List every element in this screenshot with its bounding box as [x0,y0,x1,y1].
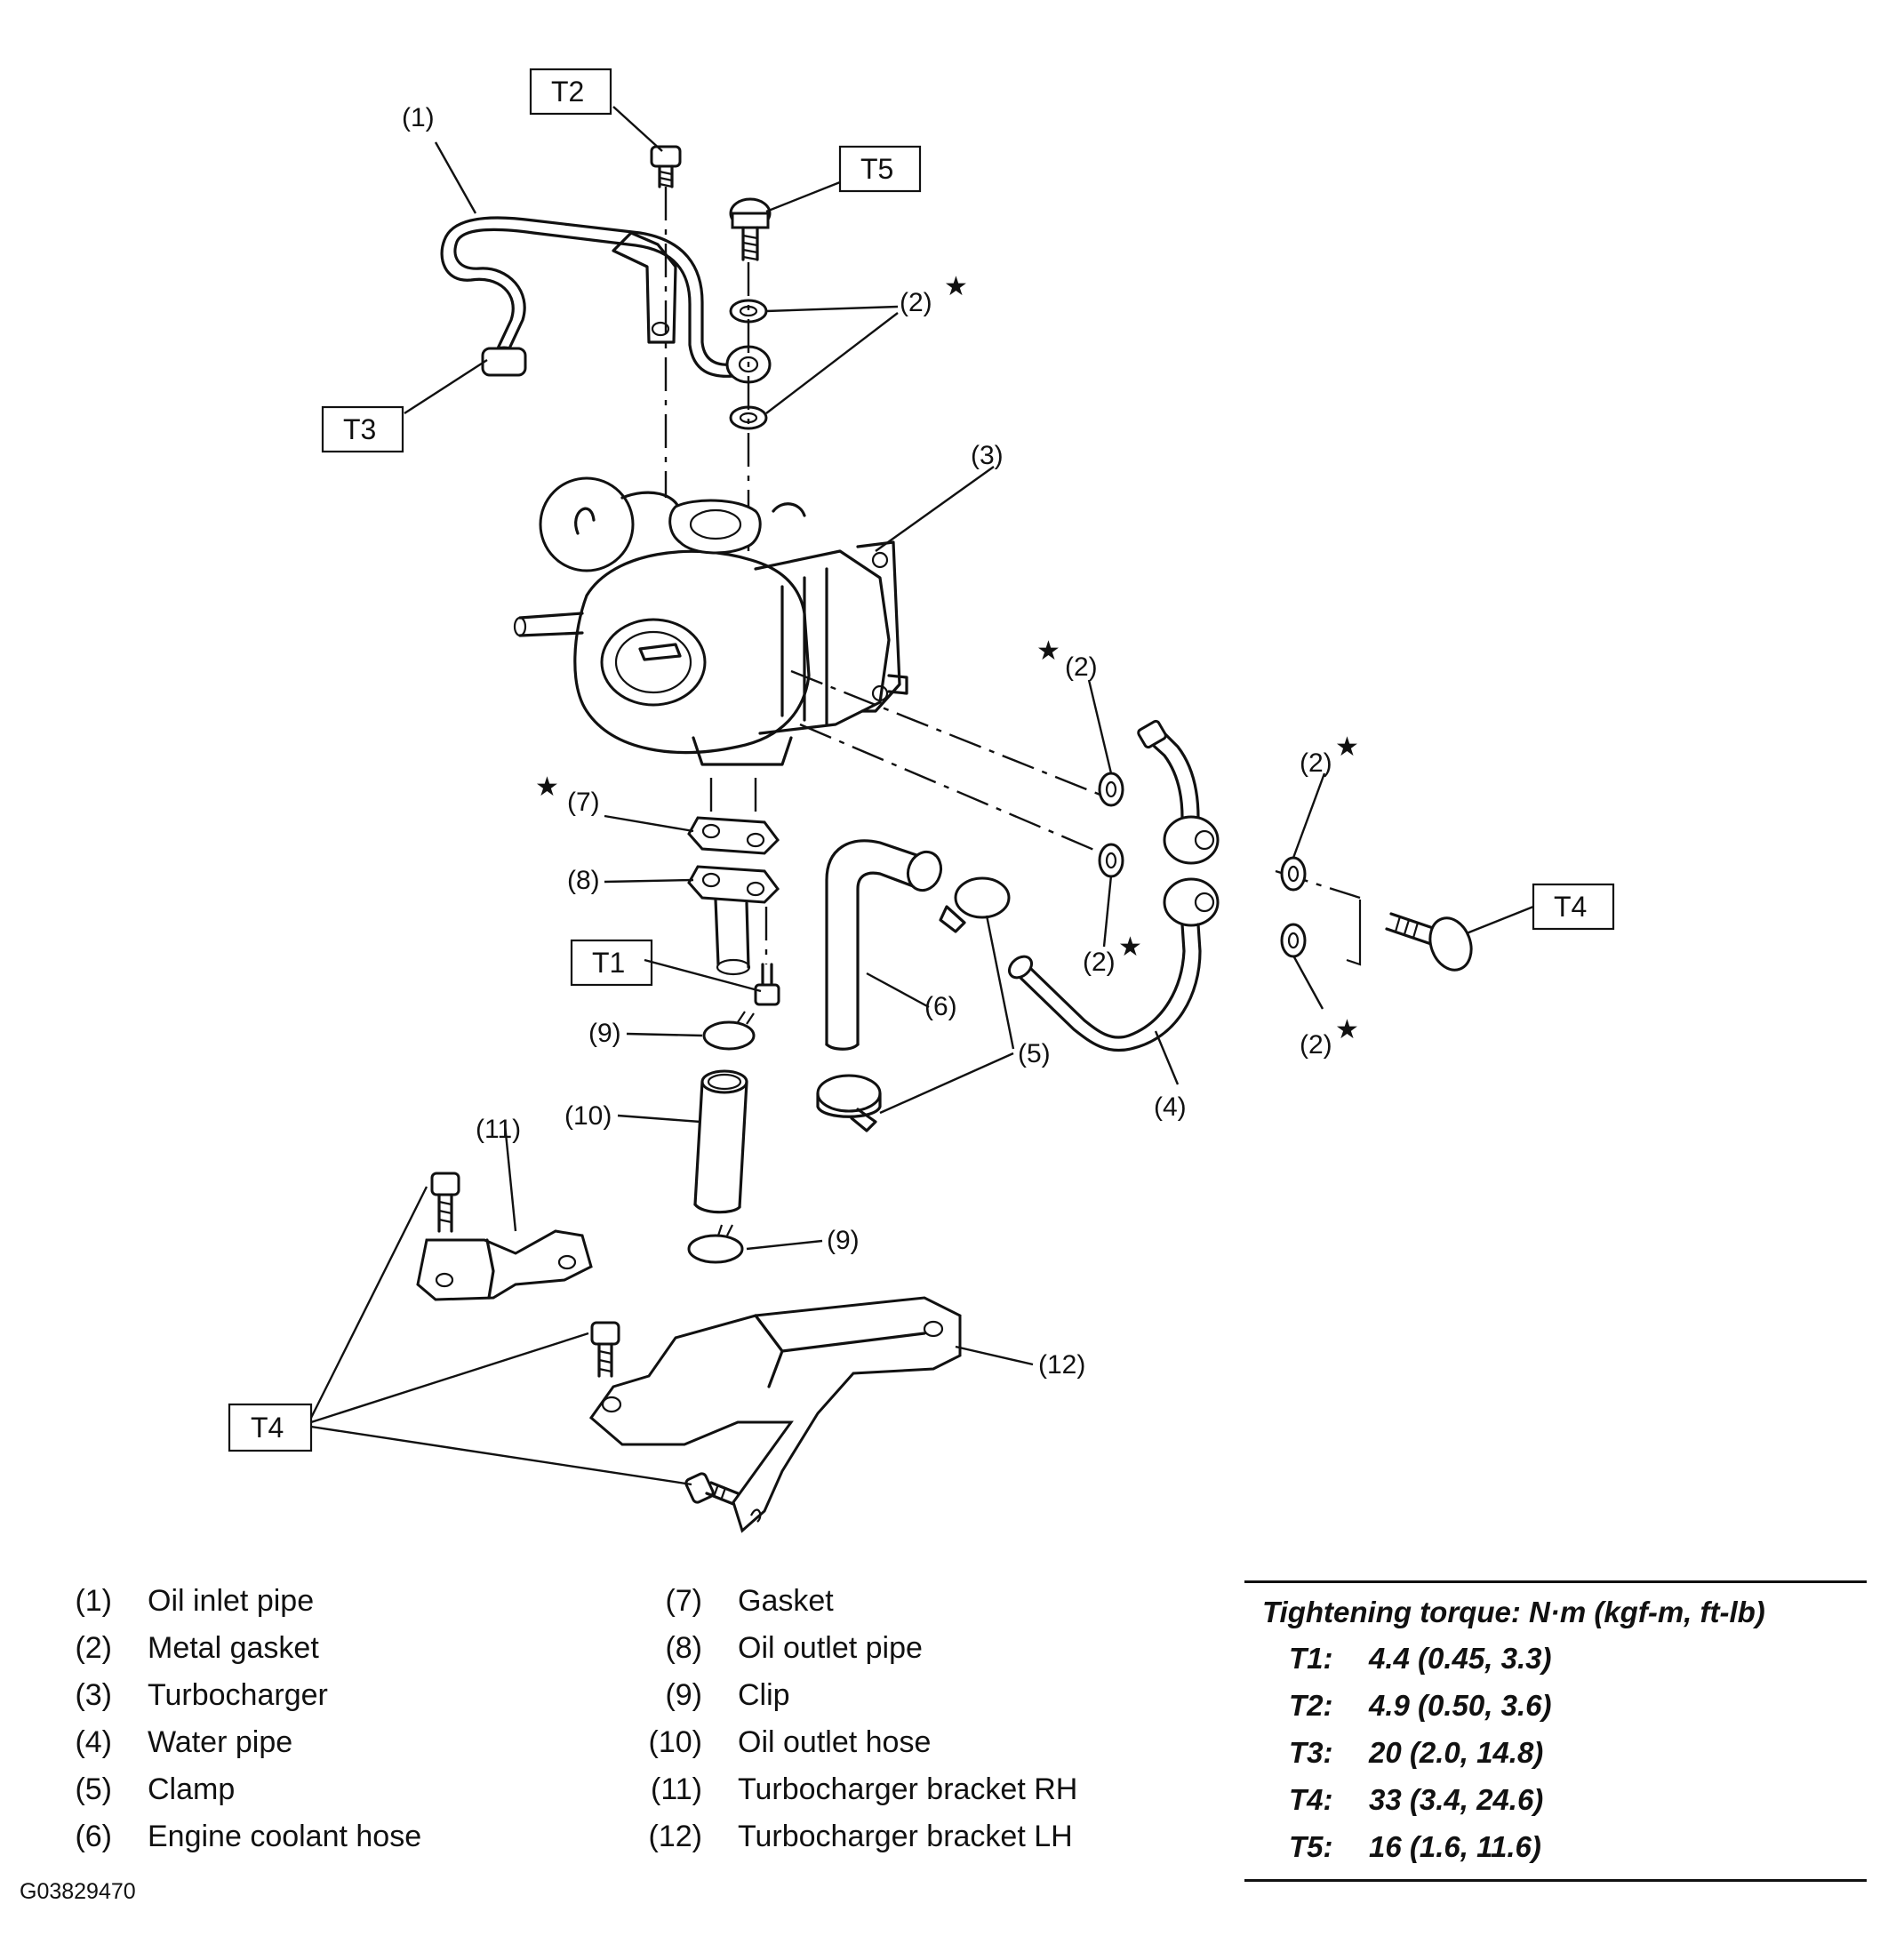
legend-item: (12)Turbocharger bracket LH [648,1820,1073,1853]
torque-row: T1:4.4 (0.45, 3.3) [1289,1642,1552,1675]
callout-3: (3) [971,441,1004,470]
torque-box-t1: T1 [570,939,653,987]
svg-text:T2: T2 [551,76,584,108]
svg-text:T4: T4 [1554,891,1587,923]
callout-10: (10) [564,1101,612,1131]
turbocharger-bracket-lh [588,1296,962,1533]
star-marker: ★ [535,772,559,802]
star-marker: ★ [1036,636,1060,666]
torque-row: T5:16 (1.6, 11.6) [1289,1830,1541,1863]
svg-text:T4: T4 [251,1412,284,1444]
callout-4: (4) [1154,1092,1187,1122]
tightening-torque-table: Tightening torque: N·m (kgf-m, ft-lb) T1… [1244,1580,1867,1882]
oil-outlet-gasket [687,816,780,855]
callout-7: (7) [567,788,600,817]
water-pipe [1007,719,1220,1052]
t4-bolt-middle [590,1321,620,1378]
callout-9-b: (9) [827,1226,860,1255]
svg-text:T1: T1 [592,947,625,979]
legend-item: (1)Oil inlet pipe [75,1584,315,1618]
legend-item: (5)Clamp [75,1772,236,1806]
callout-8: (8) [567,866,600,895]
callout-12: (12) [1038,1350,1085,1380]
torque-box-t2: T2 [529,68,612,116]
torque-box-t5: T5 [838,145,922,193]
turbocharger-exploded-diagram: (1) (2) (3) (2) (2) (2) (2) (4) (5) (6) … [228,68,1615,1533]
clip-upper [702,1011,756,1051]
torque-row: T3:20 (2.0, 14.8) [1289,1736,1544,1769]
torque-box-t3: T3 [321,405,404,453]
legend-item: (4)Water pipe [75,1725,293,1759]
clamp-upper [939,876,1011,933]
turbocharger-bracket-rh [416,1229,593,1301]
metal-gaskets-water [1098,772,1307,958]
clip-lower [687,1224,744,1264]
legend-item: (11)Turbocharger bracket RH [651,1772,1078,1806]
star-markers: ★ ★ ★ ★ ★ ★ [535,272,1359,1044]
figure-code: G03829470 [20,1879,136,1904]
oil-inlet-pipe [440,216,772,384]
callout-2-a: (2) [900,288,932,317]
torque-box-t4-left: T4 [228,1403,313,1452]
callout-2-e: (2) [1300,1030,1332,1060]
leader-lines [309,106,1534,1486]
callout-1: (1) [402,103,435,132]
callout-5: (5) [1018,1039,1051,1068]
star-marker: ★ [1335,1015,1359,1044]
t1-bolt [754,963,780,1006]
legend-item: (9)Clip [665,1678,790,1712]
legend-item: (3)Turbocharger [75,1678,328,1712]
torque-table-title: Tightening torque: N·m (kgf-m, ft-lb) [1262,1596,1765,1628]
t4-bolt-upper [430,1172,460,1233]
legend-item: (10)Oil outlet hose [648,1725,932,1759]
parts-legend-middle: (7)Gasket (8)Oil outlet pipe (9)Clip (10… [622,1584,1227,1867]
legend-item: (6)Engine coolant hose [75,1820,422,1853]
star-marker: ★ [1118,932,1142,962]
legend-item: (7)Gasket [665,1584,834,1618]
callout-11: (11) [476,1115,521,1144]
t2-bolt [650,145,682,188]
torque-box-t4-right: T4 [1532,883,1615,931]
star-marker: ★ [1335,732,1359,762]
oil-outlet-hose [693,1069,748,1214]
callout-2-c: (2) [1083,948,1116,977]
callout-9-a: (9) [588,1019,621,1048]
t5-union-bolt [729,197,772,261]
torque-row: T2:4.9 (0.50, 3.6) [1289,1689,1552,1722]
svg-text:T3: T3 [343,413,376,445]
callout-2-b: (2) [1065,652,1098,682]
callout-labels: (1) (2) (3) (2) (2) (2) (2) (4) (5) (6) … [402,103,1332,1380]
clamp-lower [816,1074,882,1132]
oil-outlet-pipe [687,865,780,976]
turbocharger [513,476,908,766]
callout-6: (6) [924,992,957,1021]
torque-row: T4:33 (3.4, 24.6) [1289,1783,1544,1816]
svg-text:T5: T5 [860,153,893,185]
engine-coolant-hose [825,839,943,1051]
t4-bolt-lower [684,1472,740,1506]
legend-item: (8)Oil outlet pipe [665,1631,923,1665]
legend-item: (2)Metal gasket [75,1631,319,1665]
callout-2-d: (2) [1300,748,1332,778]
t4-union-bolt-right [1346,900,1473,972]
star-marker: ★ [944,272,968,301]
parts-legend-left: (1)Oil inlet pipe (2)Metal gasket (3)Tur… [32,1584,601,1867]
